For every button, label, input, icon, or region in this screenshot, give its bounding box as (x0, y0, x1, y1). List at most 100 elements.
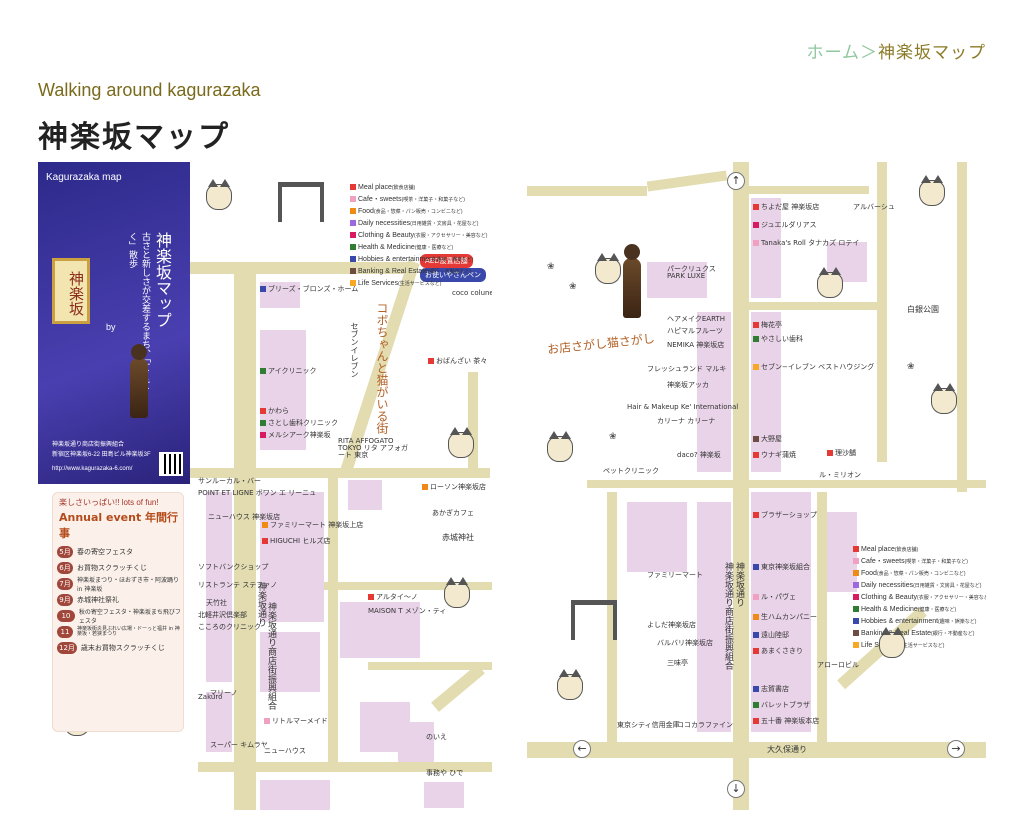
road-okubo-dori (527, 742, 986, 758)
legend-swatch (853, 606, 859, 613)
cat-icon (557, 669, 583, 700)
shop-label: おばんざい 茶々 (428, 358, 487, 365)
shop-label: リトルマーメイド (264, 718, 328, 725)
shop-label: ソフトバンクショップ (198, 563, 269, 571)
road (190, 468, 490, 478)
shop-label: フレッシュランド マルキ (647, 365, 727, 373)
map-info-panel: Kagurazaka map 神楽坂マップ 古さと新しさが交差するまち、「てくて… (38, 162, 190, 484)
block (260, 632, 320, 692)
shop-label: ファミリーマート (647, 571, 703, 579)
shop-label: ハピマルフルーツ (667, 327, 723, 335)
shop-label: サンルーカル・バー (198, 477, 261, 485)
shop-label: 東京シティ信用金庫 (617, 721, 680, 729)
street-name: 神楽坂通り商店街振興組合 (266, 602, 276, 710)
annual-events-box: 楽しさいっぱい!! lots of fun! Annual event 年間行事… (52, 492, 184, 732)
road (877, 162, 887, 462)
panel-url[interactable]: http://www.kagurazaka-6.com/ (52, 466, 133, 472)
legend-swatch (853, 630, 859, 637)
left-map: ブリーズ・ブロンズ・ホーム アイクリニック かわら さとし歯科クリニック メルシ… (38, 162, 492, 810)
shop-label: daco? 神楽坂 (677, 451, 721, 459)
right-map: ちよだ屋 神楽坂店 ジュエルダリアス Tanaka's Roll タナカズ ロテ… (527, 162, 986, 810)
block (627, 502, 687, 572)
road (957, 162, 967, 492)
panel-org-address: 新宿区神楽坂6-22 田島ビル神楽坂3F (52, 452, 151, 458)
legend-item: Cafe・sweets(喫茶・洋菓子・和菓子など) (853, 556, 986, 568)
cat-street-label: コボちゃんと猫がいる街 (375, 302, 389, 434)
gate-icon (278, 182, 324, 222)
shop-label: ル・ミリオン (819, 471, 861, 479)
shop-label: ローソン神楽坂店 (422, 484, 486, 491)
shop-label: ニューハウス 神楽坂店 (208, 513, 281, 521)
road (749, 480, 986, 488)
shop-label: のいえ (426, 733, 447, 741)
legend-item: Cafe・sweets(喫茶・洋菓子・和菓子など) (350, 194, 487, 206)
block (260, 282, 300, 308)
legend-swatch (350, 196, 356, 203)
gate-icon (571, 600, 617, 640)
block (751, 198, 781, 298)
legend-swatch (350, 256, 356, 263)
shop-label: ペットクリニック (603, 467, 659, 475)
shop-label: 北軽井沢倶楽部 (198, 611, 247, 619)
shop-label: さとし歯科クリニック (260, 420, 338, 427)
shop-label: ウナギ蒲焼 (753, 452, 796, 459)
shop-label: アルタイ〜ノ (368, 594, 418, 601)
event-item: 7月神楽坂まつり・ほおずき市・阿波踊り in 神楽坂 (53, 576, 183, 593)
shop-label: 遠山陸邸 (753, 632, 789, 639)
shop-label: よしだ神楽坂店 (647, 621, 696, 629)
cat-icon (879, 627, 905, 658)
shop-label: NEMIKA 神楽坂店 (667, 341, 725, 349)
shop-label: バレットブラザ (753, 702, 810, 709)
cat-search-label: お店さがし猫さがし (546, 331, 656, 357)
block (260, 780, 330, 810)
legend-swatch (350, 208, 356, 215)
shop-label: coco colune (452, 289, 492, 297)
block (827, 512, 857, 592)
legend-swatch (350, 184, 356, 191)
shop-label: アイクリニック (260, 368, 317, 375)
shop-label: RITA AFFOGATO TOKYO リタ アフォガート 東京 (338, 437, 408, 459)
legend-swatch (350, 244, 356, 251)
page-subtitle: Walking around kagurazaka (38, 80, 261, 100)
road-kagurazaka-dori (733, 162, 749, 810)
breadcrumb-separator: ＞ (860, 43, 878, 63)
legend-swatch (853, 558, 859, 565)
block (697, 312, 731, 472)
event-item: 12月歳末お買物スクラッチくじ (57, 642, 165, 654)
shop-label: マリーノ (210, 689, 238, 697)
block (260, 492, 324, 622)
block (340, 602, 420, 658)
shop-label: あかぎカフェ (432, 509, 474, 517)
cat-icon (547, 431, 573, 462)
street-name: 神楽坂通り (256, 582, 266, 627)
street-name: 大久保通り (767, 745, 807, 754)
block (260, 330, 306, 450)
arrow-right-icon: → (947, 740, 965, 758)
shop-label: あまくさきり (753, 648, 803, 655)
shop-label: ル・パヴェ (753, 594, 796, 601)
event-item: 5月春の寄空フェスタ (53, 544, 183, 560)
street-name: 神楽坂通り (734, 562, 744, 607)
shop-label: リストランテ ステファノ (198, 581, 278, 589)
breadcrumb-home-link[interactable]: ホーム (806, 43, 860, 63)
block (348, 480, 382, 510)
shop-label: Hair & Makeup Ke' International (627, 403, 739, 411)
cat-icon (919, 175, 945, 206)
shop-label: Tanaka's Roll タナカズ ロテイ (753, 240, 859, 247)
block (398, 722, 434, 762)
road (527, 186, 647, 196)
park-label: 白銀公園 (907, 305, 939, 314)
shop-label: セブンイレブン (350, 322, 359, 378)
legend-swatch (853, 546, 859, 553)
shop-label: 五十番 神楽坂本店 (753, 718, 819, 725)
cat-icon (206, 179, 232, 210)
shop-label: セブン−イレブン ベストハウジング (753, 364, 874, 371)
block (424, 782, 464, 808)
legend-item: Meal place(飲食店舗) (853, 544, 986, 556)
shop-label: 梅花亭 (753, 322, 782, 329)
map-legend: Meal place(飲食店舗)Cafe・sweets(喫茶・洋菓子・和菓子など… (853, 544, 986, 652)
road (749, 186, 869, 194)
shop-label: アルバーシュ (853, 203, 895, 211)
legend-item: Food(食品・惣菜・パン販売・コンビニなど) (853, 568, 986, 580)
shop-label: パークリュクス PARK LUXE (667, 265, 716, 280)
